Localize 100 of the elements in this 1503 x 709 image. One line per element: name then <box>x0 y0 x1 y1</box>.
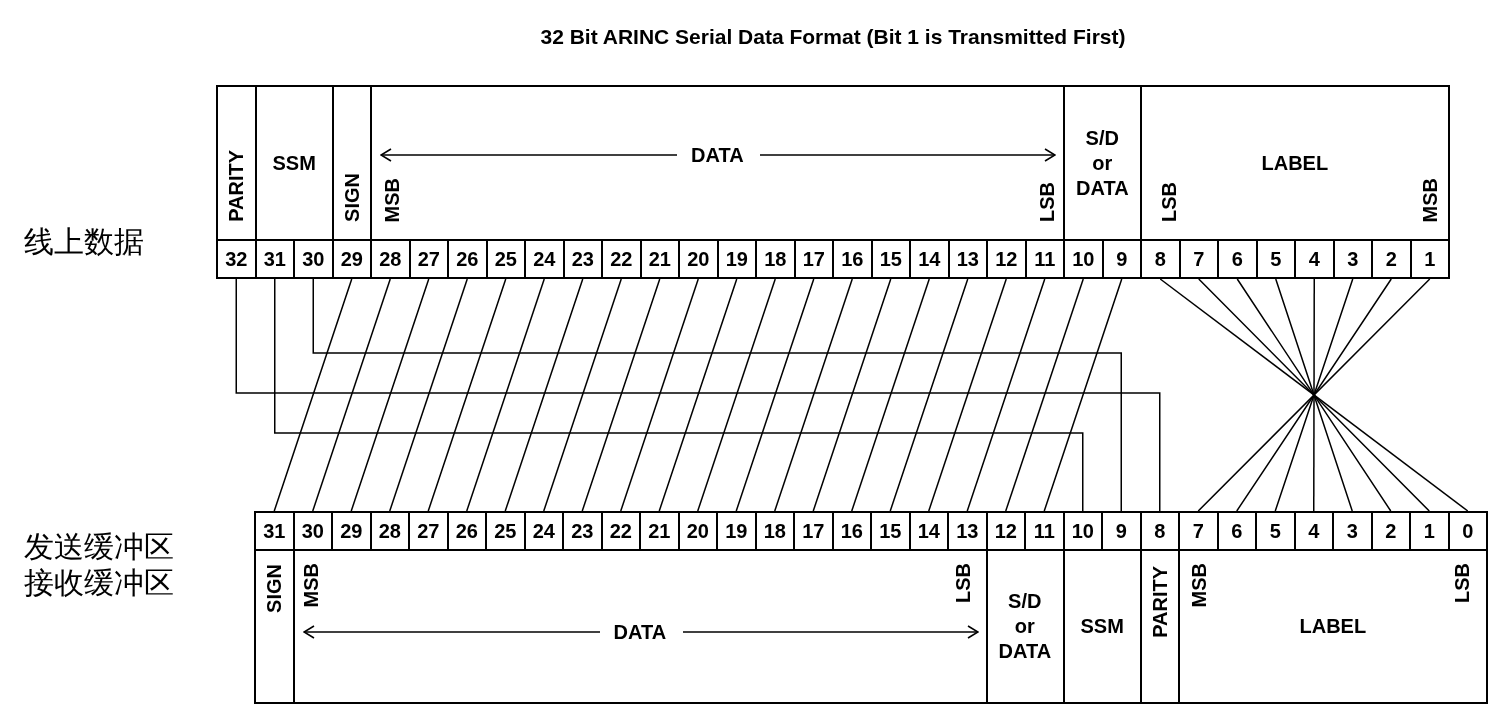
bit-number: 24 <box>532 519 555 543</box>
bit-order-label: MSB <box>1189 563 1209 608</box>
connector-line <box>389 278 468 512</box>
bit-number: 0 <box>1462 519 1474 543</box>
connector-line <box>273 278 353 512</box>
bit-number: 17 <box>802 247 825 271</box>
connector-line <box>1043 278 1123 512</box>
bit-number: 26 <box>455 519 478 543</box>
bit-number: 13 <box>956 519 979 543</box>
bit-number: 20 <box>686 519 709 543</box>
bit-number: 4 <box>1308 247 1320 271</box>
bit-number: 15 <box>879 519 902 543</box>
bit-order-label: LSB <box>1159 182 1179 222</box>
connector-line <box>1005 278 1084 512</box>
bit-number: 7 <box>1192 519 1204 543</box>
bit-number: 27 <box>417 247 440 271</box>
bit-order-label: LSB <box>952 563 973 603</box>
bit-number: 21 <box>648 247 671 271</box>
bit-number: 28 <box>379 247 402 271</box>
field-name: PARITY <box>1149 566 1170 638</box>
bit-number: 25 <box>494 247 517 271</box>
bit-number: 20 <box>687 247 710 271</box>
connector-line <box>427 278 507 512</box>
crossing-connector <box>1236 278 1392 512</box>
bit-number: 14 <box>918 247 941 271</box>
bit-number: 11 <box>1033 519 1055 543</box>
bit-order-label: LSB <box>1037 182 1057 222</box>
field-name: SIGN <box>264 564 285 613</box>
bit-number: 13 <box>956 247 979 271</box>
bit-number: 12 <box>995 247 1018 271</box>
bit-number: 5 <box>1270 247 1282 271</box>
field-name: LABEL <box>1299 614 1367 638</box>
bit-order-label: MSB <box>300 563 321 608</box>
row-label: 发送缓冲区 <box>24 530 174 564</box>
bit-number: 18 <box>764 247 787 271</box>
bit-number: 11 <box>1034 247 1056 271</box>
field-box <box>254 549 295 704</box>
bit-number: 12 <box>994 519 1017 543</box>
bit-order-label: LSB <box>1452 563 1472 603</box>
bit-cell <box>1447 511 1488 551</box>
bit-number: 16 <box>841 247 864 271</box>
field-box <box>216 85 257 241</box>
row-label: 线上数据 <box>24 225 144 259</box>
connector-line <box>735 278 815 512</box>
bit-number: 5 <box>1269 519 1281 543</box>
bit-number: 1 <box>1423 519 1435 543</box>
bit-number: 2 <box>1385 247 1397 271</box>
bit-number: 23 <box>571 519 594 543</box>
connector-line <box>851 278 930 512</box>
field-name: DATA <box>691 143 744 167</box>
connector-line <box>966 278 1046 512</box>
connector-line <box>312 278 391 512</box>
bit-cell <box>254 511 295 551</box>
field-name: LABEL <box>1261 151 1329 175</box>
bit-number: 28 <box>378 519 401 543</box>
bit-number: 29 <box>340 519 363 543</box>
connector-line <box>581 278 661 512</box>
connector-line <box>543 278 622 512</box>
bit-number: 30 <box>301 519 324 543</box>
field-name: SSM <box>272 151 316 175</box>
bit-number: 19 <box>725 247 748 271</box>
bit-number: 9 <box>1116 247 1128 271</box>
field-box <box>1178 549 1488 704</box>
bit-number: 24 <box>533 247 556 271</box>
bit-number: 8 <box>1154 247 1166 271</box>
bit-number: 29 <box>340 247 363 271</box>
bit-number: 4 <box>1308 519 1320 543</box>
bit-number: 17 <box>802 519 825 543</box>
connector-line <box>504 278 584 512</box>
bit-number: 9 <box>1115 519 1127 543</box>
bit-number: 22 <box>609 519 632 543</box>
connector-line <box>928 278 1007 512</box>
connector-line <box>466 278 545 512</box>
connector-line <box>658 278 738 512</box>
bit-order-label: MSB <box>382 178 402 223</box>
bit-number: 27 <box>417 519 440 543</box>
field-name: PARITY <box>226 150 247 222</box>
field-name: S/D or DATA <box>998 588 1052 664</box>
bit-number: 2 <box>1385 519 1397 543</box>
bit-number: 23 <box>571 247 594 271</box>
bit-number: 31 <box>263 247 286 271</box>
bit-number: 15 <box>879 247 902 271</box>
bit-number: 30 <box>302 247 325 271</box>
bit-cell <box>216 239 257 279</box>
diagram-title: 32 Bit ARINC Serial Data Format (Bit 1 is Transmitted First) <box>540 25 1126 49</box>
connector-line <box>697 278 776 512</box>
bit-number: 6 <box>1231 519 1243 543</box>
connector-line <box>350 278 430 512</box>
bit-number: 21 <box>648 519 671 543</box>
bit-number: 18 <box>763 519 786 543</box>
bit-number: 10 <box>1072 247 1095 271</box>
crossing-connector <box>1274 278 1354 512</box>
bit-number: 32 <box>225 247 248 271</box>
connector-line <box>1159 278 1469 512</box>
bit-number: 3 <box>1346 519 1358 543</box>
row-label: 接收缓冲区 <box>24 566 174 600</box>
bit-number: 25 <box>494 519 517 543</box>
connector-line <box>774 278 853 512</box>
connector-line <box>1313 278 1315 512</box>
connector-line <box>620 278 699 512</box>
